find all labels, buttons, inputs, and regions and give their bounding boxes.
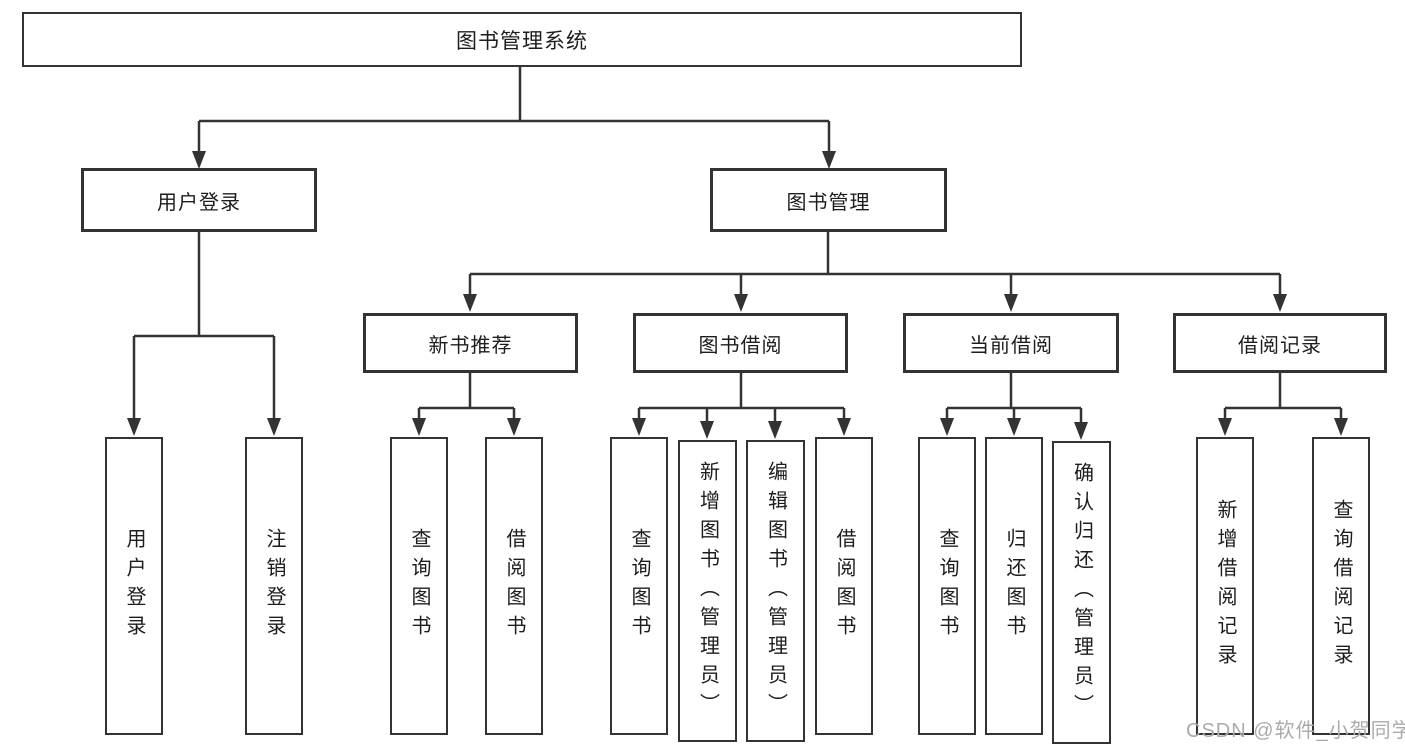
node-book-management-label: 图书管理 [786, 191, 871, 214]
node-user-login-label: 用户登录 [157, 191, 241, 214]
csdn-watermark: CSDN @软件_小贺同学 [1186, 720, 1405, 742]
node-leaf-user-login: 用户登录 [105, 437, 163, 735]
node-leaf-logout: 注销登录 [245, 437, 303, 735]
node-leaf-edit-book-admin: 编辑图书（管理员） [746, 440, 805, 742]
node-current-borrow-label: 当前借阅 [969, 334, 1053, 357]
connector-root-to-level2 [197, 66, 831, 154]
node-root-system: 图书管理系统 [22, 12, 1022, 67]
node-leaf-edit-book-admin-label: 编辑图书（管理员） [764, 460, 787, 722]
connector-current-borrow-children [945, 373, 1083, 426]
node-leaf-query-borrow-record: 查询借阅记录 [1312, 437, 1370, 735]
node-leaf-add-book-admin-label: 新增图书（管理员） [696, 460, 719, 722]
node-leaf-user-login-label: 用户登录 [123, 528, 145, 644]
node-borrow-records: 借阅记录 [1173, 313, 1387, 373]
node-leaf-logout-label: 注销登录 [263, 528, 285, 644]
node-leaf-query-books-3-label: 查询图书 [936, 528, 958, 644]
node-user-login: 用户登录 [81, 168, 317, 232]
node-new-book-recommend: 新书推荐 [363, 313, 578, 373]
node-leaf-borrow-books-1: 借阅图书 [485, 437, 543, 735]
connector-book-borrow-children [637, 373, 846, 425]
node-leaf-return-books: 归还图书 [985, 437, 1043, 735]
node-leaf-add-borrow-record: 新增借阅记录 [1196, 437, 1254, 735]
node-leaf-confirm-return-admin: 确认归还（管理员） [1052, 441, 1111, 744]
connector-borrow-record-children [1223, 373, 1343, 422]
connector-user-login-children [132, 232, 276, 422]
node-leaf-borrow-books-2: 借阅图书 [815, 437, 873, 735]
node-leaf-query-books-3: 查询图书 [918, 437, 976, 735]
node-leaf-add-borrow-record-label: 新增借阅记录 [1214, 499, 1236, 673]
node-leaf-confirm-return-admin-label: 确认归还（管理员） [1070, 462, 1093, 723]
connector-new-book-children [417, 373, 516, 422]
node-leaf-query-books-2-label: 查询图书 [628, 528, 650, 644]
node-leaf-add-book-admin: 新增图书（管理员） [678, 440, 737, 742]
node-current-borrow: 当前借阅 [903, 313, 1119, 373]
node-borrow-records-label: 借阅记录 [1238, 334, 1322, 357]
connector-book-management-groups [468, 232, 1282, 298]
node-leaf-query-borrow-record-label: 查询借阅记录 [1330, 499, 1352, 673]
arrowheads [127, 151, 1348, 440]
node-root-system-label: 图书管理系统 [456, 29, 588, 53]
node-leaf-query-books-1-label: 查询图书 [408, 528, 430, 644]
node-leaf-query-books-2: 查询图书 [610, 437, 668, 735]
node-book-borrow: 图书借阅 [633, 313, 848, 373]
node-leaf-borrow-books-2-label: 借阅图书 [833, 528, 855, 644]
node-book-management: 图书管理 [710, 168, 947, 232]
node-leaf-return-books-label: 归还图书 [1003, 528, 1025, 644]
node-leaf-borrow-books-1-label: 借阅图书 [503, 528, 525, 644]
node-new-book-recommend-label: 新书推荐 [428, 334, 513, 357]
node-leaf-query-books-1: 查询图书 [390, 437, 448, 735]
node-book-borrow-label: 图书借阅 [698, 334, 783, 357]
